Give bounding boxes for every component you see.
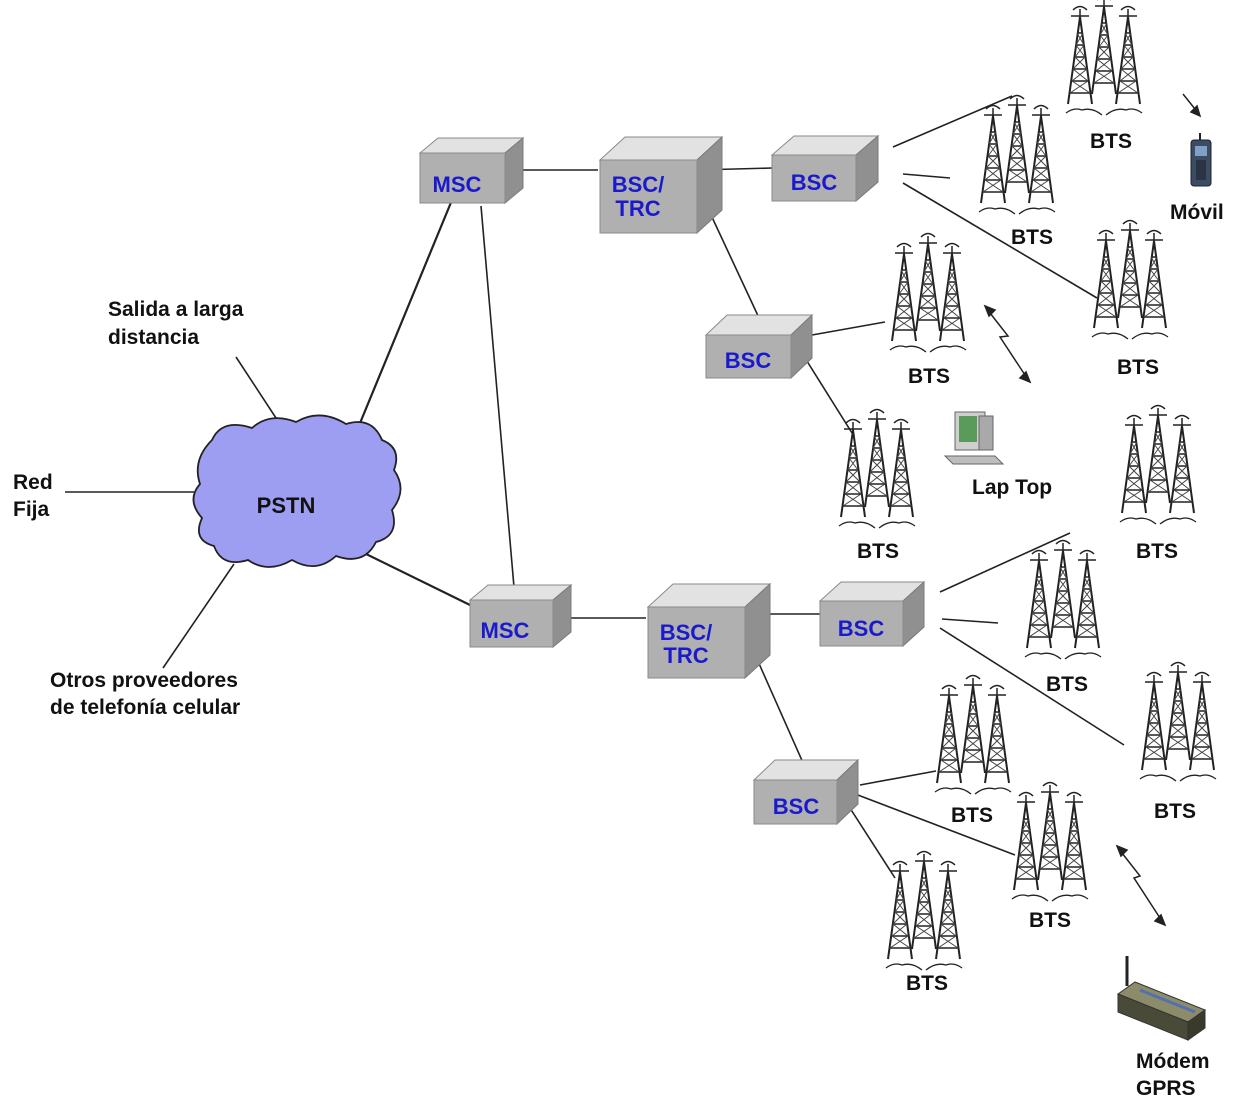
bsctrc-top-box: BSC/ TRC xyxy=(598,135,724,235)
line-bsc-top-b-bts4 xyxy=(811,321,886,336)
bts-tower-group: BTS xyxy=(1120,406,1196,563)
line-bsc-top-a-bts2 xyxy=(902,173,951,179)
line-bsc-top-a-bts3 xyxy=(902,182,1098,299)
wireless-link-icon xyxy=(1182,93,1202,118)
line-otros xyxy=(162,563,235,669)
msc-top-label: MSC xyxy=(433,172,482,197)
modem-label-1: Módem xyxy=(1136,1050,1210,1073)
bsc-bottom-a-label: BSC xyxy=(838,616,885,641)
bsctrc-top-label-2: TRC xyxy=(615,196,660,221)
line-salida xyxy=(235,356,277,419)
line-pstn-msc-bottom xyxy=(361,551,471,606)
bts-label: BTS xyxy=(1090,130,1132,153)
msc-bottom-label: MSC xyxy=(481,618,530,643)
bts-tower-group: BTS xyxy=(1092,221,1168,379)
bts-label: BTS xyxy=(1046,673,1088,696)
laptop-label: Lap Top xyxy=(972,476,1052,499)
pstn-label: PSTN xyxy=(257,493,316,518)
mobile-phone-icon xyxy=(1190,133,1212,187)
line-msc-msc xyxy=(480,205,515,588)
red-fija-label-2: Fija xyxy=(13,498,49,521)
bsc-bottom-a-box: BSC xyxy=(818,580,926,648)
bts-label: BTS xyxy=(1117,356,1159,379)
bts-label: BTS xyxy=(1136,540,1178,563)
line-bsc-bottom-b-bts11 xyxy=(847,804,896,879)
bsc-bottom-b-box: BSC xyxy=(752,758,860,826)
msc-top-box: MSC xyxy=(418,136,525,205)
modem-label-2: GPRS xyxy=(1136,1077,1196,1099)
bsctrc-bottom-box: BSC/ TRC xyxy=(646,582,772,680)
bts-tower-group: BTS xyxy=(1012,783,1088,932)
otros-label-1: Otros proveedores xyxy=(50,669,238,692)
pstn-cloud: PSTN xyxy=(192,414,402,568)
bts-label: BTS xyxy=(1011,226,1053,249)
msc-bottom-box: MSC xyxy=(468,583,573,649)
bts-label: BTS xyxy=(908,365,950,388)
bts-tower-group: BTS xyxy=(935,676,1011,827)
bts-tower-group: BTS xyxy=(839,410,915,563)
bts-label: BTS xyxy=(951,804,993,827)
line-pstn-msc-top xyxy=(356,199,454,429)
salida-label-1: Salida a larga xyxy=(108,298,244,321)
laptop-icon xyxy=(943,411,1005,465)
bsctrc-bottom-label-1: BSC/ xyxy=(660,620,713,645)
bsctrc-top-label-1: BSC/ xyxy=(612,172,665,197)
bsc-bottom-b-label: BSC xyxy=(773,794,820,819)
line-bsc-bottom-a-bts8 xyxy=(939,627,1125,746)
line-bsc-top-a-bts1 xyxy=(892,95,1013,148)
line-bsc-bottom-a-bts7 xyxy=(941,618,999,624)
wireless-link-icon xyxy=(1115,844,1167,927)
bts-label: BTS xyxy=(1029,909,1071,932)
line-bsc-bottom-a-bts6 xyxy=(939,532,1071,593)
wireless-link-icon xyxy=(983,304,1032,384)
connection-lines xyxy=(65,95,1125,879)
line-bsc-top-b-bts5 xyxy=(799,349,853,434)
bts-tower-group: BTS xyxy=(979,96,1055,249)
bts-label: BTS xyxy=(906,972,948,995)
movil-label: Móvil xyxy=(1170,201,1224,224)
bsc-top-b-box: BSC xyxy=(704,313,814,380)
modem-icon xyxy=(1116,956,1207,1041)
salida-label-2: distancia xyxy=(108,326,199,349)
bts-tower-group: BTS xyxy=(886,852,962,995)
bts-tower-group: BTS xyxy=(890,234,966,388)
red-fija-label-1: Red xyxy=(13,471,53,494)
bts-tower-group: BTS xyxy=(1025,541,1101,696)
bsctrc-bottom-label-2: TRC xyxy=(663,643,708,668)
bsc-top-b-label: BSC xyxy=(725,348,772,373)
labels: Salida a larga distancia Red Fija Otros … xyxy=(13,201,1224,1099)
otros-label-2: de telefonía celular xyxy=(50,696,240,719)
bts-label: BTS xyxy=(857,540,899,563)
bsc-top-a-label: BSC xyxy=(791,170,838,195)
line-bsc-bottom-b-bts9 xyxy=(859,770,937,786)
line-bsc-bottom-b-bts10 xyxy=(849,791,1016,856)
bts-tower-group: BTS xyxy=(1140,663,1216,823)
bts-label: BTS xyxy=(1154,800,1196,823)
bsc-top-a-box: BSC xyxy=(770,134,880,203)
bts-tower-group: BTS xyxy=(1066,0,1142,153)
